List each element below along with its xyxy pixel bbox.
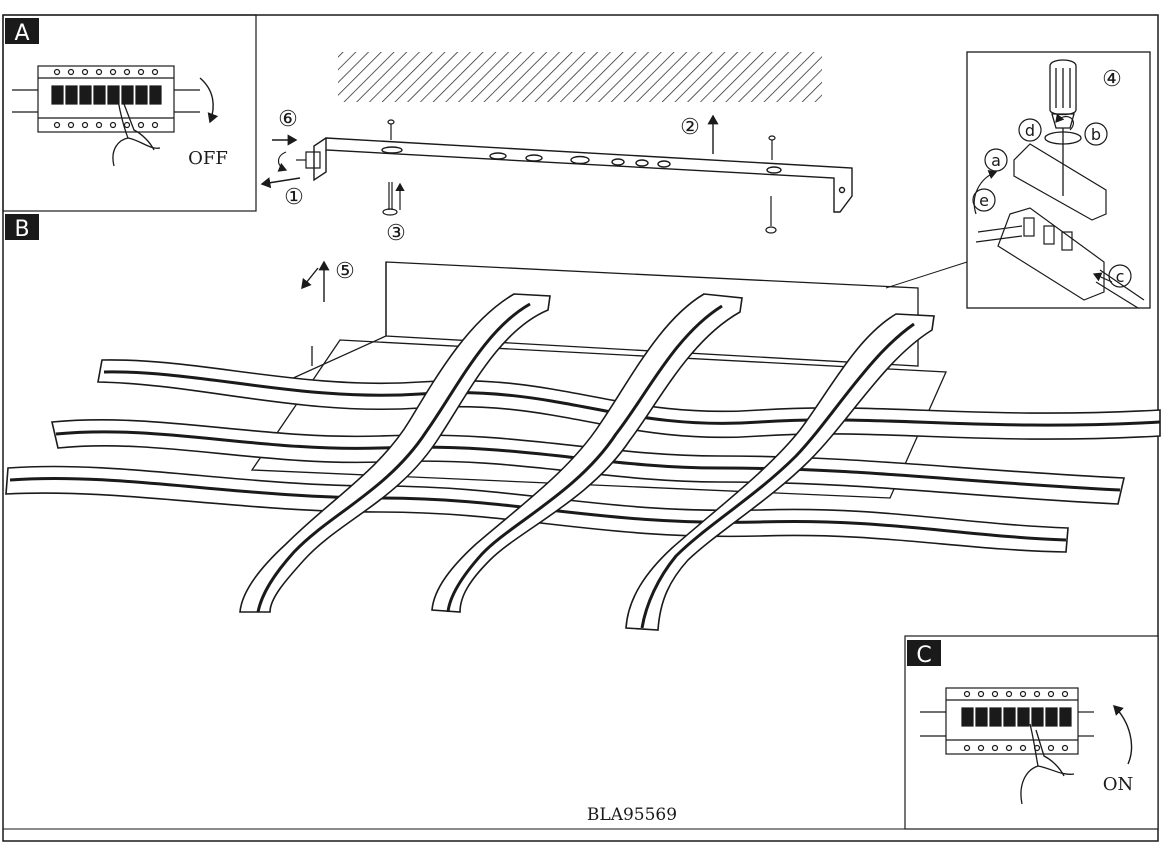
mounting-bracket [313, 137, 853, 213]
panel-b-tag-box [5, 214, 39, 240]
panel-c-tag: C [916, 643, 931, 668]
luminaire-body [250, 261, 947, 499]
screw-icon [382, 119, 777, 234]
panel-a: A [2, 14, 257, 212]
step-1: ① [284, 185, 304, 210]
rotate-arrow-icon [1113, 705, 1133, 765]
panel-b-tag: B [14, 217, 29, 242]
terminal-block [973, 113, 1145, 309]
step-arrows [260, 114, 719, 302]
step-2: ② [680, 115, 700, 140]
panel-c: C ON [904, 635, 1159, 830]
screwdriver-icon [1044, 59, 1082, 196]
bolt-icon [277, 151, 321, 172]
wiring-label-c: c [1116, 267, 1125, 286]
wiring-detail: ④ [885, 51, 1151, 309]
step-6: ⑥ [278, 107, 298, 132]
wiring-label-d: d [1025, 121, 1035, 140]
panel-b: B [5, 214, 39, 242]
rotate-arrow-icon [199, 77, 219, 124]
ceiling-hatch [338, 52, 822, 102]
step-3: ③ [386, 221, 406, 246]
panel-a-tag: A [14, 21, 29, 46]
model-code: BLA95569 [587, 805, 677, 825]
panel-c-tag-box [907, 640, 941, 666]
wiring-label-e: e [979, 191, 989, 210]
panel-a-off-label: OFF [188, 148, 228, 169]
circuit-breaker-icon [12, 65, 200, 133]
step-5: ⑤ [335, 259, 355, 284]
circuit-breaker-icon [920, 687, 1094, 755]
hand-icon [112, 99, 161, 167]
wiring-label-a: a [991, 151, 1001, 170]
wiring-label-b: b [1091, 125, 1101, 144]
panel-a-tag-box [5, 18, 39, 44]
hand-icon [1020, 723, 1075, 805]
step-4: ④ [1102, 67, 1122, 92]
panel-c-on-label: ON [1103, 774, 1134, 795]
